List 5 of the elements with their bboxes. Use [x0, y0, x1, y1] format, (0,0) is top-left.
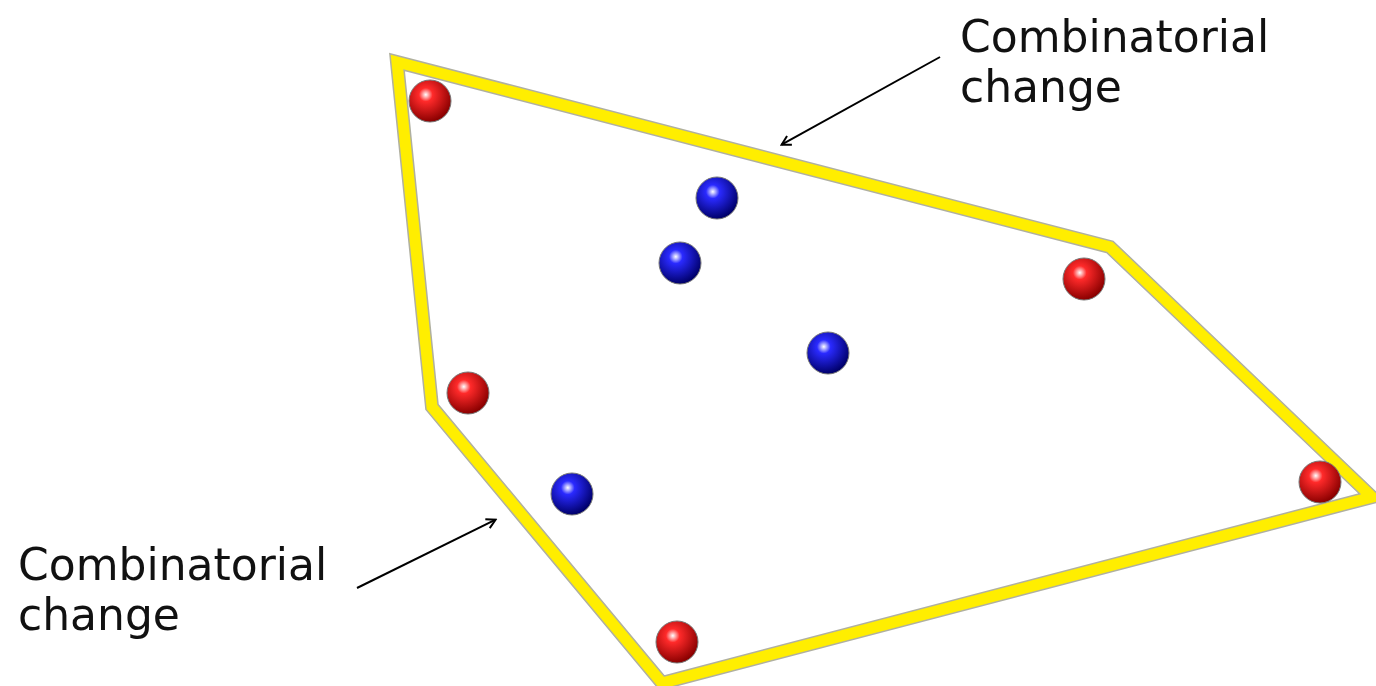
leader-arrow: [780, 56, 941, 146]
convex-hull-polygon: [389, 52, 1376, 686]
annotation-text: Combinatorial change: [960, 12, 1270, 112]
annotation-text: Combinatorial change: [18, 540, 328, 640]
leader-arrow: [356, 518, 497, 589]
